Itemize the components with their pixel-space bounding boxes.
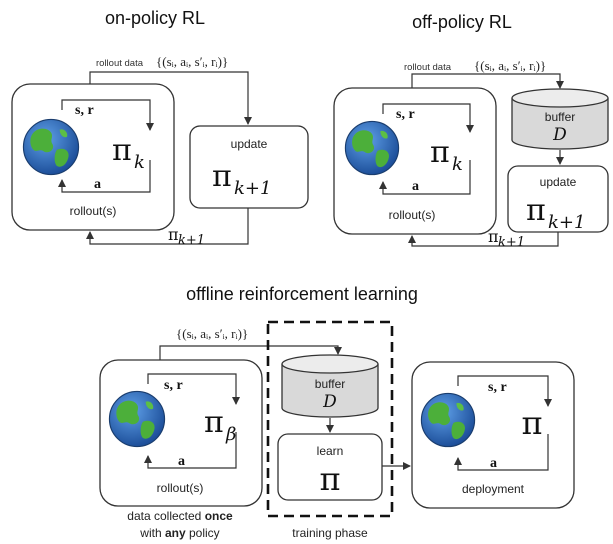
feedback-policy: π — [488, 227, 499, 246]
policy-symbol: π — [430, 135, 450, 170]
offline-title: offline reinforcement learning — [186, 284, 418, 304]
feedback-subscript: k+1 — [498, 235, 525, 250]
rollout-data-label: rollout data — [404, 62, 452, 73]
rollout-label: rollout(s) — [70, 204, 117, 218]
globe-icon — [420, 392, 476, 448]
learn-box — [277, 433, 383, 501]
rollout-data-label: rollout data — [96, 58, 144, 69]
deployment-label: deployment — [462, 482, 525, 496]
action-arrow — [144, 432, 237, 469]
rollout-data-arrow — [89, 71, 252, 125]
deployed-policy-symbol: π — [521, 404, 542, 442]
buffer-label: buffer — [545, 110, 575, 124]
data-collected-caption: data collected once — [127, 509, 233, 523]
on-policy-title: on-policy RL — [105, 8, 205, 28]
buffer-cylinder — [511, 88, 609, 150]
policy-symbol: π — [112, 133, 132, 168]
on-policy-section: on-policy RL s, r a π k rollout(s) rollo… — [11, 8, 309, 248]
next-policy-subscript: k+1 — [548, 212, 585, 233]
policy-subscript: k — [452, 154, 463, 175]
update-label: update — [540, 175, 577, 189]
off-policy-section: off-policy RL s, r a π k rollout(s) roll… — [333, 12, 609, 250]
next-policy-symbol: π — [212, 159, 232, 194]
policy-feedback-arrow — [408, 232, 559, 247]
state-reward-label: s, r — [75, 103, 94, 118]
next-policy-subscript: k+1 — [234, 178, 271, 199]
rollout-data-arrow — [411, 73, 564, 89]
buffer-symbol: D — [322, 392, 337, 412]
state-reward-arrow — [147, 373, 240, 405]
state-reward-label: s, r — [164, 378, 183, 393]
globe-icon — [344, 120, 400, 176]
offline-section: offline reinforcement learning s, r a π … — [99, 284, 575, 540]
state-reward-arrow — [457, 375, 552, 407]
policy-feedback-arrow — [86, 208, 249, 245]
buffer-symbol: D — [552, 125, 567, 145]
feedback-policy: π — [168, 225, 179, 244]
state-reward-label: s, r — [488, 380, 507, 395]
any-policy-caption: with any policy — [139, 526, 219, 540]
action-arrow — [379, 160, 471, 195]
update-label: update — [231, 137, 268, 151]
state-reward-arrow — [382, 103, 474, 133]
action-label: a — [178, 454, 185, 469]
policy-subscript: k — [134, 152, 145, 173]
state-reward-label: s, r — [396, 107, 415, 122]
buffer-label: buffer — [315, 377, 345, 391]
learned-policy-symbol: π — [319, 460, 340, 498]
globe-icon — [22, 118, 80, 176]
rollout-label: rollout(s) — [157, 481, 204, 495]
action-label: a — [490, 456, 497, 471]
action-label: a — [412, 179, 419, 194]
update-box — [189, 125, 309, 209]
globe-icon — [108, 390, 166, 448]
learn-label: learn — [317, 444, 344, 458]
feedback-subscript: k+1 — [178, 233, 205, 248]
rollout-label: rollout(s) — [389, 208, 436, 222]
next-policy-symbol: π — [526, 193, 546, 228]
action-arrow — [454, 434, 549, 471]
buffer-cylinder — [281, 354, 379, 418]
state-reward-arrow — [61, 99, 154, 131]
data-to-buffer-arrow — [159, 345, 342, 360]
action-label: a — [94, 177, 101, 192]
off-policy-title: off-policy RL — [412, 12, 512, 32]
transition-tuple: {(sᵢ, aᵢ, s′ᵢ, rᵢ)} — [474, 58, 546, 73]
transition-tuple: {(sᵢ, aᵢ, s′ᵢ, rᵢ)} — [156, 54, 228, 69]
action-arrow — [58, 160, 151, 193]
behavior-policy-symbol: π — [204, 405, 224, 440]
transition-tuple: {(sᵢ, aᵢ, s′ᵢ, rᵢ)} — [176, 326, 248, 341]
behavior-policy-subscript: β — [225, 424, 236, 445]
training-phase-label: training phase — [292, 526, 368, 540]
